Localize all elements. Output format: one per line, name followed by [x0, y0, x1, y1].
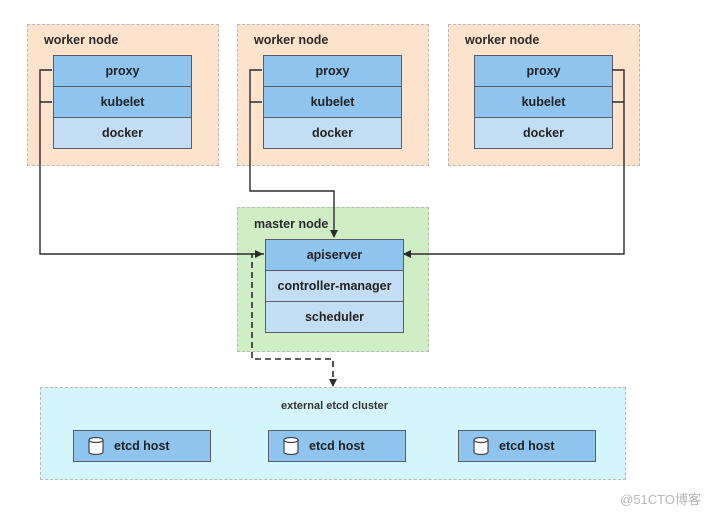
- proxy-component: proxy: [474, 55, 613, 87]
- scheduler-component: scheduler: [265, 301, 404, 333]
- etcd-host-label: etcd host: [499, 439, 555, 453]
- worker-node-title: worker node: [44, 33, 119, 47]
- worker-node-group-3: worker node proxy kubelet docker: [448, 24, 640, 166]
- proxy-component: proxy: [263, 55, 402, 87]
- worker-node-stack: proxy kubelet docker: [53, 55, 192, 149]
- worker-node-group-2: worker node proxy kubelet docker: [237, 24, 429, 166]
- worker1-to-apiserver-connector: [39, 69, 262, 254]
- worker-node-title: worker node: [254, 33, 329, 47]
- docker-component: docker: [263, 117, 402, 149]
- etcd-host: etcd host: [73, 430, 211, 462]
- worker-node-title: worker node: [465, 33, 540, 47]
- worker-node-stack: proxy kubelet docker: [263, 55, 402, 149]
- etcd-host: etcd host: [268, 430, 406, 462]
- kubelet-component: kubelet: [53, 86, 192, 118]
- kubelet-component: kubelet: [263, 86, 402, 118]
- docker-component: docker: [53, 117, 192, 149]
- worker-node-stack: proxy kubelet docker: [474, 55, 613, 149]
- etcd-host-label: etcd host: [114, 439, 170, 453]
- database-icon: [473, 437, 489, 455]
- worker-node-group-1: worker node proxy kubelet docker: [27, 24, 219, 166]
- apiserver-to-etcd-connector: [251, 253, 337, 387]
- watermark: @51CTO博客: [620, 492, 701, 507]
- etcd-host-label: etcd host: [309, 439, 365, 453]
- controller-manager-component: controller-manager: [265, 270, 404, 302]
- docker-component: docker: [474, 117, 613, 149]
- worker2-to-apiserver-connector: [249, 69, 334, 237]
- worker3-to-apiserver-connector: [404, 69, 625, 254]
- etcd-cluster-group: external etcd cluster etcd host etcd hos…: [40, 387, 626, 480]
- database-icon: [88, 437, 104, 455]
- database-icon: [283, 437, 299, 455]
- etcd-host: etcd host: [458, 430, 596, 462]
- master-node-title: master node: [254, 217, 329, 231]
- etcd-cluster-title: external etcd cluster: [281, 400, 388, 412]
